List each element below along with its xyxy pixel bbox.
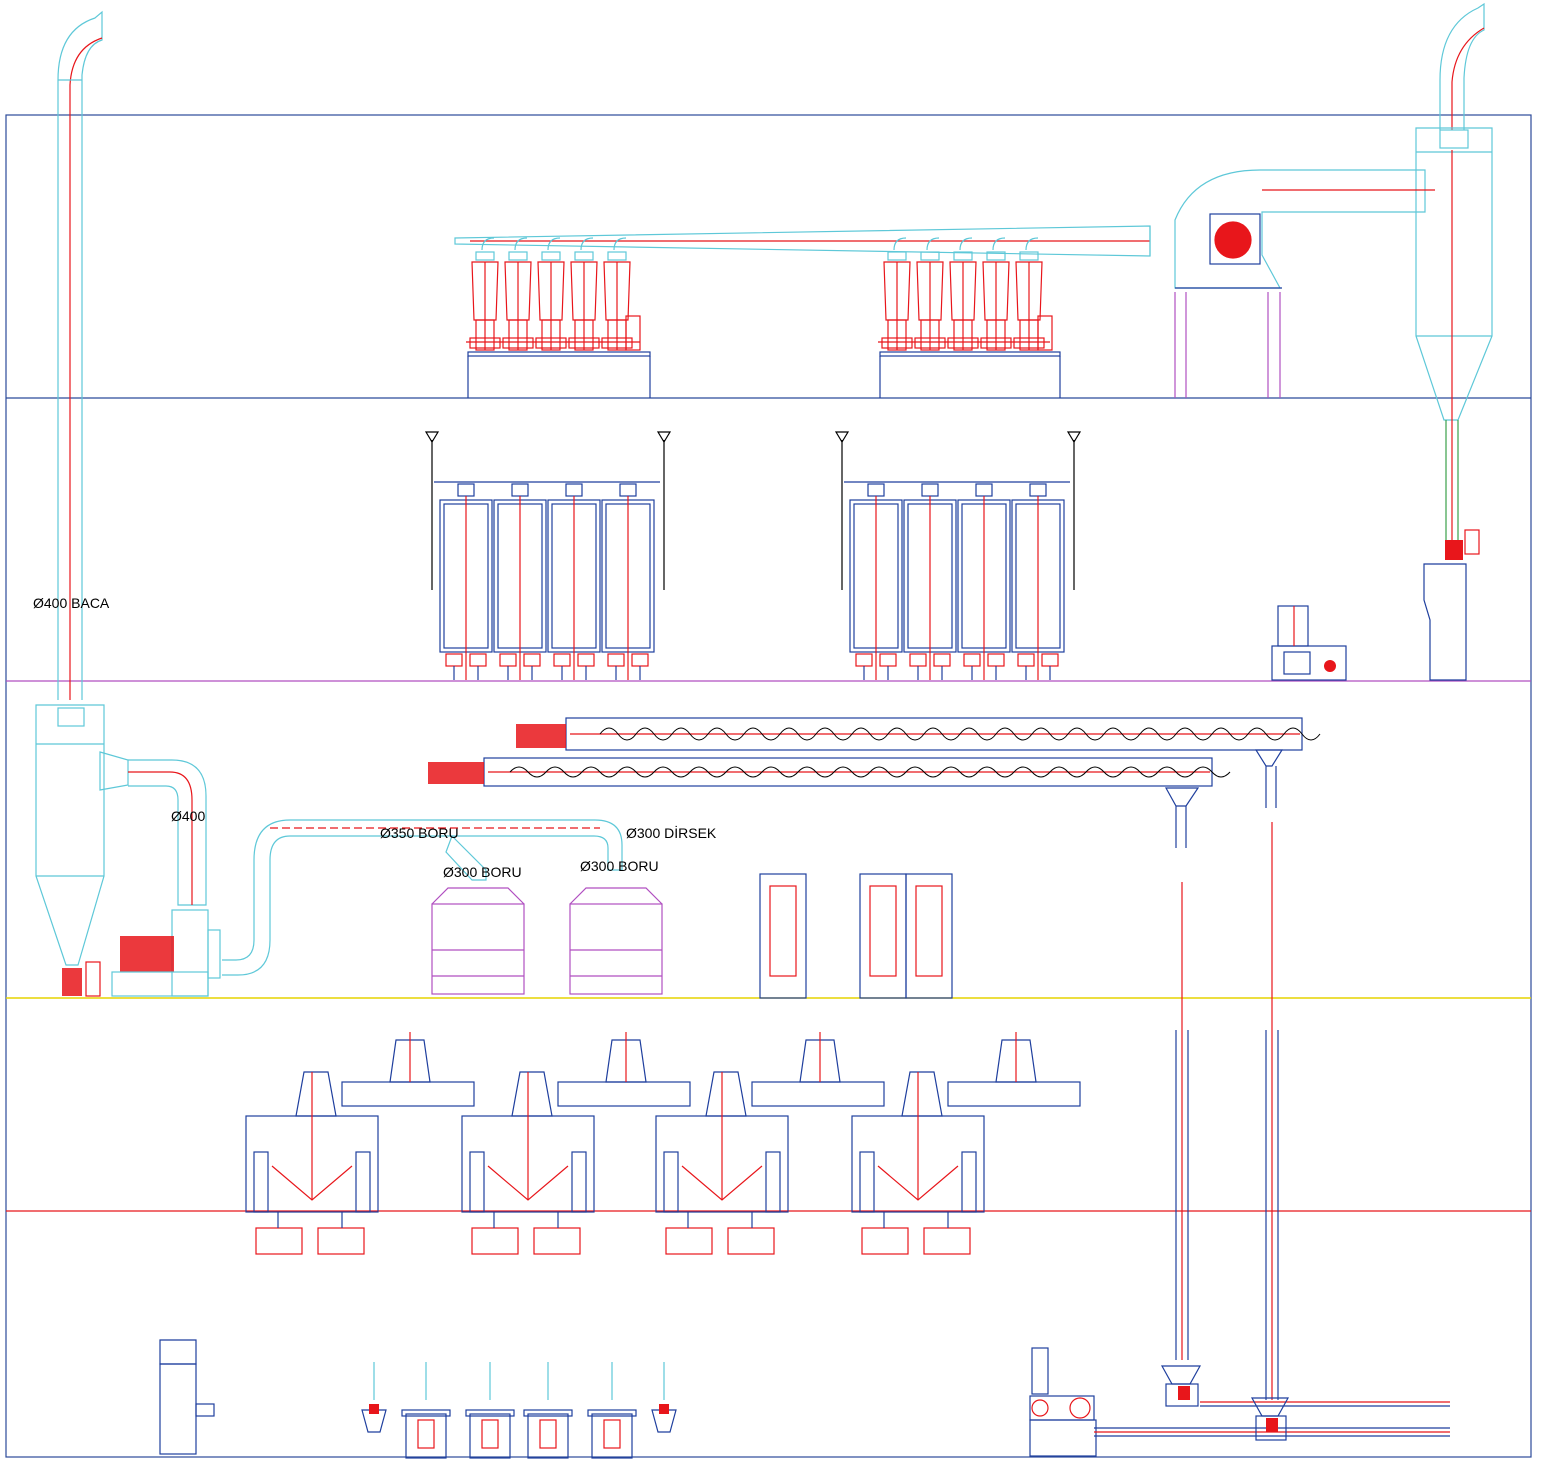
purifier-left xyxy=(431,887,525,995)
pipe-300-label-left: Ø300 BORU xyxy=(443,864,522,880)
right-chimney xyxy=(1439,2,1485,130)
filter-unit xyxy=(980,237,1012,351)
sifter-section xyxy=(547,483,601,680)
mixer-unit xyxy=(1271,605,1347,681)
pipe-350-label: Ø350 BORU xyxy=(380,825,459,841)
ground-bagging-unit xyxy=(159,1339,215,1455)
rotary-valve-right xyxy=(1423,529,1480,681)
sifter-section xyxy=(493,483,547,680)
filter-unit xyxy=(502,237,534,351)
purifier-right xyxy=(569,887,663,995)
ground-unit-3 xyxy=(465,1362,515,1459)
top-filter-group-2 xyxy=(878,237,1061,398)
roller-mill-3 xyxy=(655,1071,789,1255)
filter-unit xyxy=(568,237,600,351)
filter-motor xyxy=(625,315,641,351)
filter-unit xyxy=(535,237,567,351)
plansifter-groups xyxy=(424,431,1082,680)
roller-mills xyxy=(245,1032,1081,1255)
mill-feeder-2 xyxy=(557,1032,691,1107)
left-cyclone xyxy=(35,704,105,997)
sifter-section xyxy=(1011,483,1065,680)
pipe-350 xyxy=(222,819,623,976)
roller-mill-4 xyxy=(851,1071,985,1255)
elbow-300-label: Ø300 DİRSEK xyxy=(626,825,717,841)
screw-conveyor-lower xyxy=(428,757,1231,848)
ground-unit-2 xyxy=(401,1362,451,1459)
right-cyclone xyxy=(1415,127,1493,540)
filter-unit xyxy=(881,237,913,351)
sifter-section xyxy=(439,483,493,680)
left-duct-400 xyxy=(99,751,207,906)
ground-unit-4 xyxy=(523,1362,573,1459)
sifter-section xyxy=(601,483,655,680)
mill-feeder-3 xyxy=(751,1032,885,1107)
filter-motor xyxy=(1037,315,1053,351)
filter-unit xyxy=(469,237,501,351)
top-filter-group-1 xyxy=(466,237,651,398)
ground-unit-1 xyxy=(361,1362,387,1433)
filter-unit xyxy=(1013,237,1045,351)
ground-unit-5 xyxy=(587,1362,637,1459)
mill-feeder-1 xyxy=(341,1032,475,1107)
ground-filter-units xyxy=(361,1362,677,1459)
sifter-section xyxy=(903,483,957,680)
sifter-section xyxy=(957,483,1011,680)
roller-mill-2 xyxy=(461,1071,595,1255)
duct-400-label: Ø400 xyxy=(171,808,206,824)
mill-feeder-4 xyxy=(947,1032,1081,1107)
left-fan xyxy=(111,909,221,997)
sifter-section xyxy=(849,483,903,680)
filter-unit xyxy=(947,237,979,351)
ground-unit-6 xyxy=(651,1362,677,1433)
plansifter-1 xyxy=(424,431,672,680)
bin-double xyxy=(859,873,953,999)
filter-unit xyxy=(914,237,946,351)
blower-station xyxy=(1029,1347,1450,1457)
plansifter-2 xyxy=(834,431,1082,680)
bin-single xyxy=(759,873,807,999)
filter-unit xyxy=(601,237,633,351)
roller-mill-1 xyxy=(245,1071,379,1255)
top-filter-units xyxy=(466,237,1061,398)
left-chimney xyxy=(57,10,103,700)
chimney-label: Ø400 BACA xyxy=(33,595,110,611)
screw-conveyor-upper xyxy=(516,717,1321,808)
main-fan xyxy=(1174,169,1435,398)
pipe-300-label-right: Ø300 BORU xyxy=(580,858,659,874)
drop-pipes xyxy=(1175,822,1279,1400)
